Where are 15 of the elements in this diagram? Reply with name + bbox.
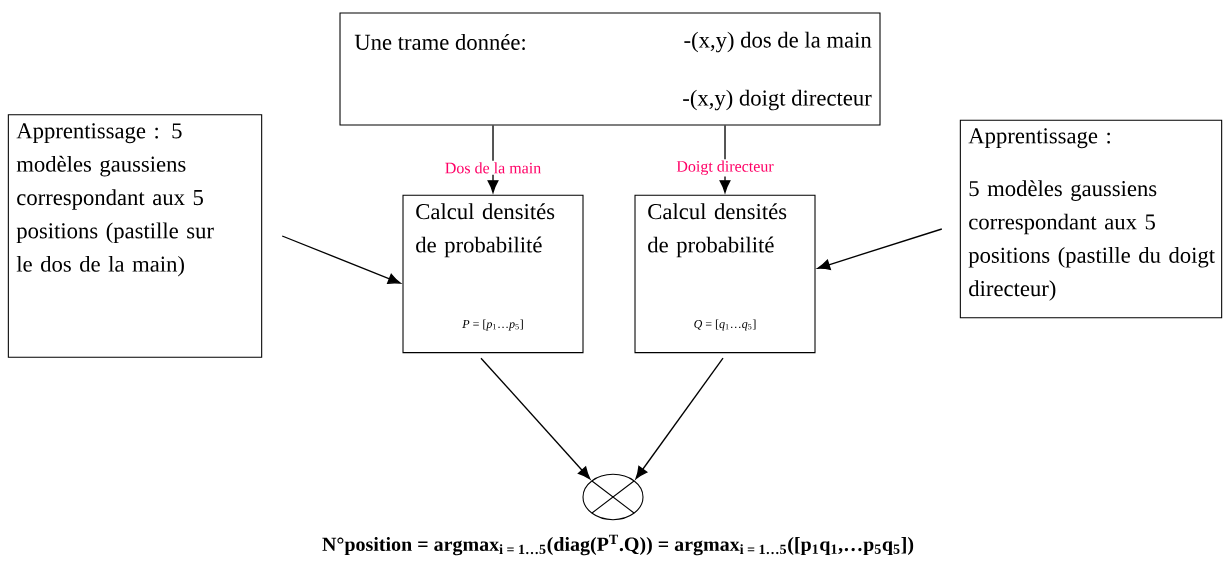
process-box: Calcul densités de probabilité P = [p$_{1}$…p$_{5}$]	[402, 194, 584, 354]
arrow	[480, 357, 591, 480]
edge-label: Doigt directeur	[675, 159, 775, 177]
formula-text: N°position = argmax$_{i = 1…5}$(diag(P$^{T}$.Q)) = argmax$_{i = 1…5}$([p$_{1}$q$_{1}$,…p$_{5}$q$_{5}$])	[322, 534, 914, 556]
arrow	[635, 357, 724, 480]
arrow	[281, 235, 401, 284]
arrow	[719, 124, 731, 193]
learning-box: Apprentissage : 5 modèles gaussiens correspondant aux 5 positions (pastille du doigt directeur)	[959, 119, 1223, 319]
process-box: Calcul densités de probabilité Q = [q$_{1}$…q$_{5}$]	[634, 194, 816, 354]
input-box: Une trame donnée: -(x,y) dos de la main -(x,y) doigt directeur	[339, 12, 881, 126]
arrow	[487, 124, 499, 193]
learning-box: Apprentissage : 5 modèles gaussiens correspondant aux 5 positions (pastille sur le dos de la main)	[7, 114, 263, 358]
edge-label: Dos de la main	[443, 160, 543, 175]
multiplier-symbol	[582, 473, 644, 521]
arrow	[817, 228, 943, 270]
